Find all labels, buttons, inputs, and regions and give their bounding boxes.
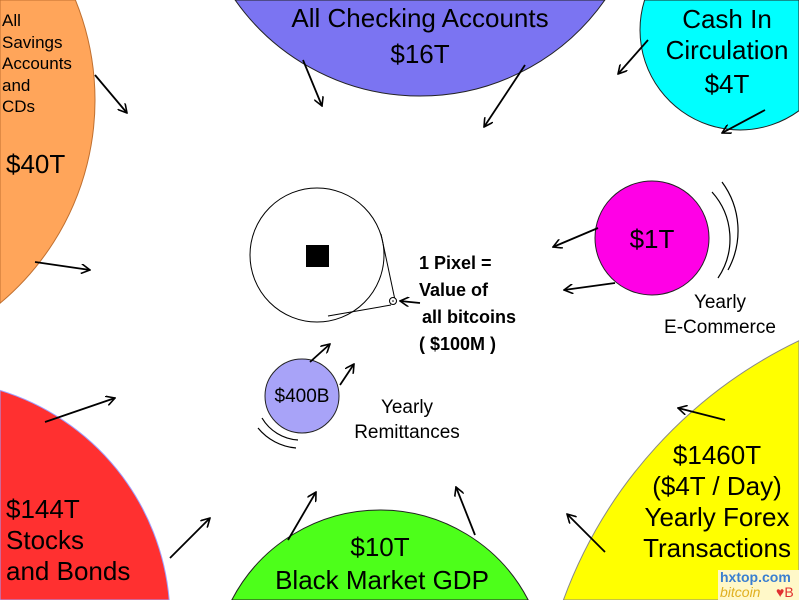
checking-circle <box>234 0 606 97</box>
label-line: Accounts <box>2 54 72 73</box>
savings-label: All Savings Accounts and CDs <box>2 10 72 118</box>
forex-value: $1460T <box>672 440 762 470</box>
forex-circle <box>562 340 799 600</box>
black-market-circle <box>231 509 529 600</box>
remittances-circle <box>264 358 340 434</box>
ecommerce-circle <box>594 180 710 296</box>
bitcoin-label: 1 Pixel = Value of all bitcoins ( $100M … <box>419 250 516 358</box>
label-line: ($4T / Day) <box>652 471 782 501</box>
label-line: all bitcoins <box>422 307 517 327</box>
label-line: All <box>2 11 21 30</box>
label-line: Transactions <box>643 533 791 563</box>
label-line: Yearly <box>380 397 434 418</box>
magnifier-line <box>380 233 396 301</box>
stocks-circle <box>0 389 170 600</box>
remittances-label: Yearly Remittances <box>346 395 468 445</box>
label-line: E-Commerce <box>664 317 776 338</box>
label-line: Circulation <box>665 35 789 65</box>
label-line: and Bonds <box>6 556 131 586</box>
savings-value: $40T <box>6 149 66 179</box>
bitcoin-pixel <box>306 245 329 267</box>
label-line: Yearly <box>693 292 747 313</box>
checking-label: All Checking Accounts <box>291 3 549 33</box>
remittances-value: $400B <box>274 386 330 407</box>
heart-bitcoin-icon: ♥B <box>776 584 794 600</box>
label-line: Yearly Forex <box>644 502 790 532</box>
label-line: 1 Pixel = <box>419 253 492 273</box>
stocks-label: $144T Stocks and Bonds <box>6 494 130 587</box>
motion-arc <box>721 181 739 271</box>
motion-arc <box>261 417 299 441</box>
arrows <box>34 39 766 559</box>
label-line: Value of <box>419 280 489 300</box>
black-market-value: $10T <box>350 532 410 562</box>
label-line: Cash In <box>682 4 772 34</box>
label-line: Stocks <box>6 525 85 555</box>
black-market-label: Black Market GDP <box>275 565 489 595</box>
label-line: CDs <box>2 97 36 116</box>
label-line: Remittances <box>354 422 460 443</box>
cash-label: Cash In Circulation $4T <box>655 4 799 100</box>
savings-circle <box>0 0 96 304</box>
label-line: ( $100M ) <box>419 334 497 354</box>
label-line: Savings <box>2 32 63 52</box>
cash-circle <box>639 0 799 131</box>
magnifier-line <box>327 304 392 317</box>
label-line: and <box>2 75 31 95</box>
stocks-value: $144T <box>6 494 80 524</box>
watermark-brand: bitcoin <box>720 584 761 600</box>
cash-value: $4T <box>704 69 750 99</box>
motion-arc <box>711 191 731 279</box>
watermark: hxtop.com bitcoin ♥B <box>718 570 799 600</box>
motion-arc <box>257 427 297 449</box>
ecommerce-value: $1T <box>629 224 675 254</box>
watermark-site: hxtop.com <box>720 569 791 585</box>
ecommerce-label: Yearly E-Commerce <box>645 290 795 340</box>
pixel-dot <box>392 300 394 302</box>
checking-value: $16T <box>390 39 450 69</box>
forex-label: $1460T ($4T / Day) Yearly Forex Transact… <box>635 440 799 564</box>
